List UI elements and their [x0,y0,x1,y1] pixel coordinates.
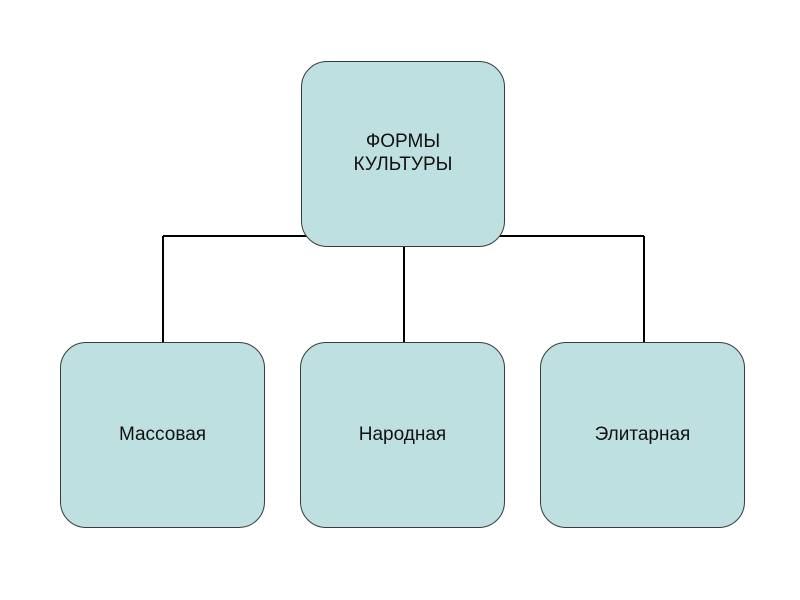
node-mass-culture-label: Массовая [118,423,207,445]
node-elite-culture-label: Элитарная [594,423,691,445]
node-culture-forms-line2: КУЛЬТУРЫ [353,154,453,175]
node-folk-culture-label: Народная [358,423,447,445]
node-mass-culture: Массовая [60,342,265,528]
node-culture-forms-label: ФОРМЫ КУЛЬТУРЫ [354,131,453,177]
node-culture-forms: ФОРМЫ КУЛЬТУРЫ [301,61,505,247]
node-culture-forms-line1: ФОРМЫ [365,131,441,153]
node-elite-culture: Элитарная [540,342,745,528]
node-folk-culture: Народная [300,342,505,528]
